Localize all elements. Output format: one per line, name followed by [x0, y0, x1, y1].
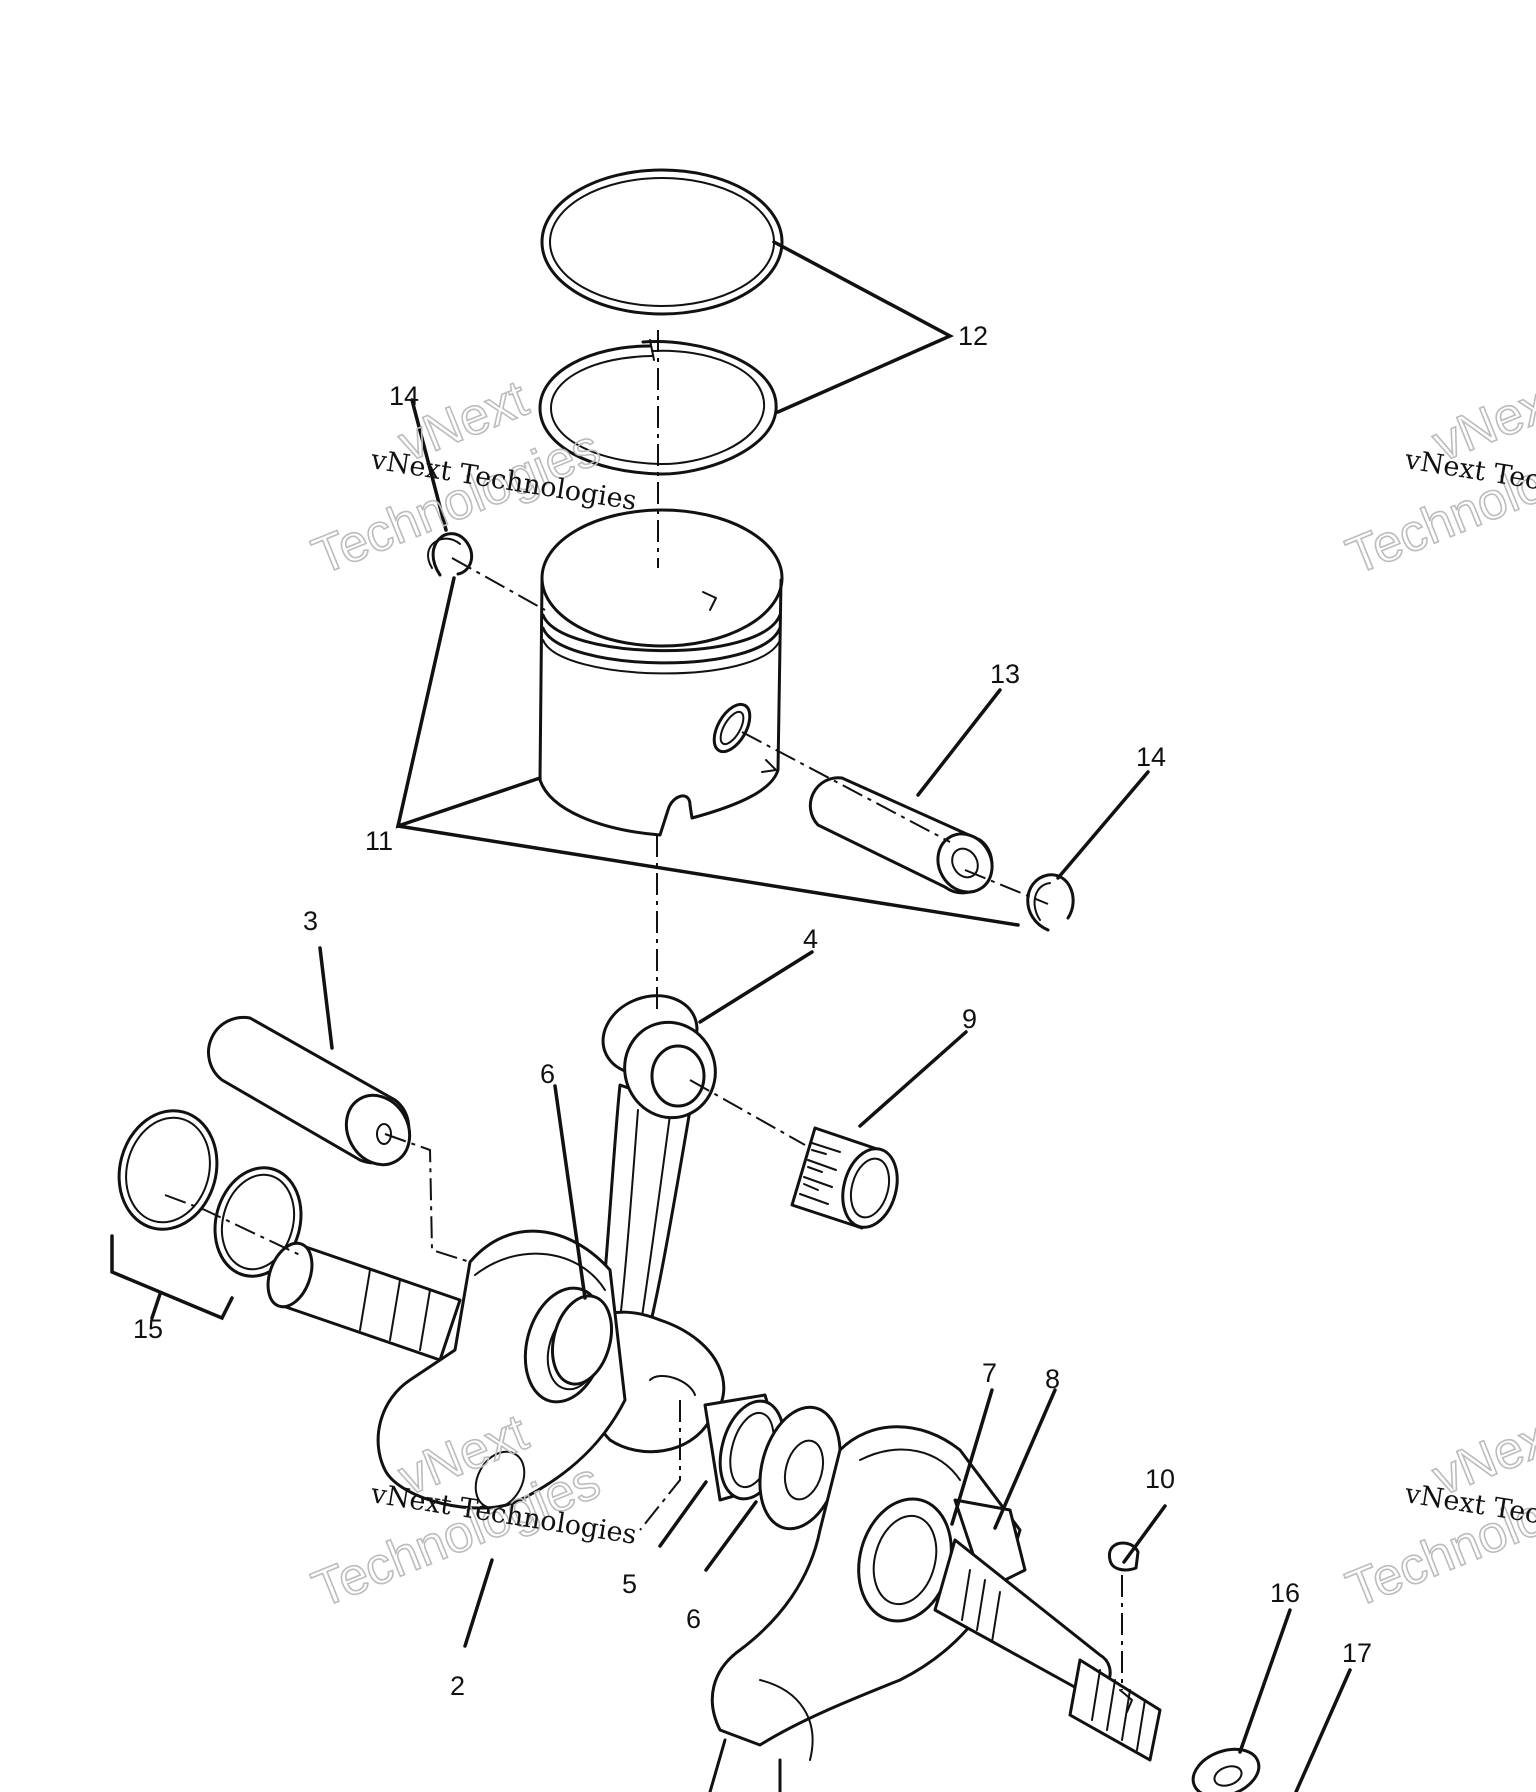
crank-pin — [207, 1015, 412, 1167]
callout-8: 8 — [1045, 1364, 1060, 1394]
watermark-top-right: vNext Technologies vNext Technologies — [1338, 369, 1536, 587]
callout-4: 4 — [803, 924, 818, 954]
callout-6-lower: 6 — [686, 1604, 701, 1634]
thrust-washer-left — [551, 1294, 613, 1386]
callout-11: 11 — [365, 826, 393, 856]
callout-9: 9 — [962, 1004, 977, 1034]
leader-lines — [110, 240, 1352, 1792]
alignment-lines — [164, 330, 1123, 1690]
needle-bearing — [790, 1126, 899, 1230]
callout-10: 10 — [1145, 1464, 1175, 1494]
callout-labels: 12 14 11 13 14 3 4 9 6 15 7 8 10 5 6 2 1… — [133, 321, 1372, 1701]
callout-15: 15 — [133, 1314, 163, 1344]
callout-2: 2 — [450, 1671, 465, 1701]
callout-14-right: 14 — [1136, 742, 1166, 772]
callout-14-left: 14 — [389, 381, 419, 411]
crankshaft-right — [708, 1425, 1162, 1792]
callout-17: 17 — [1342, 1638, 1372, 1668]
callout-13: 13 — [990, 659, 1020, 689]
piston-ring-upper — [540, 168, 784, 316]
callout-7: 7 — [982, 1358, 997, 1388]
piston — [538, 508, 784, 837]
piston-ring-lower — [538, 339, 778, 476]
watermark-bottom-right: vNext Technologies vNext Technologies — [1338, 1403, 1536, 1620]
callout-5: 5 — [622, 1569, 637, 1599]
callout-12: 12 — [958, 321, 988, 351]
crankshaft-washer — [1191, 1747, 1261, 1792]
callout-6-upper: 6 — [540, 1059, 555, 1089]
crank-rings — [117, 1109, 303, 1278]
circlip-right — [1026, 873, 1075, 932]
callout-16: 16 — [1270, 1578, 1300, 1608]
callout-3: 3 — [303, 906, 318, 936]
piston-pin — [808, 776, 994, 895]
